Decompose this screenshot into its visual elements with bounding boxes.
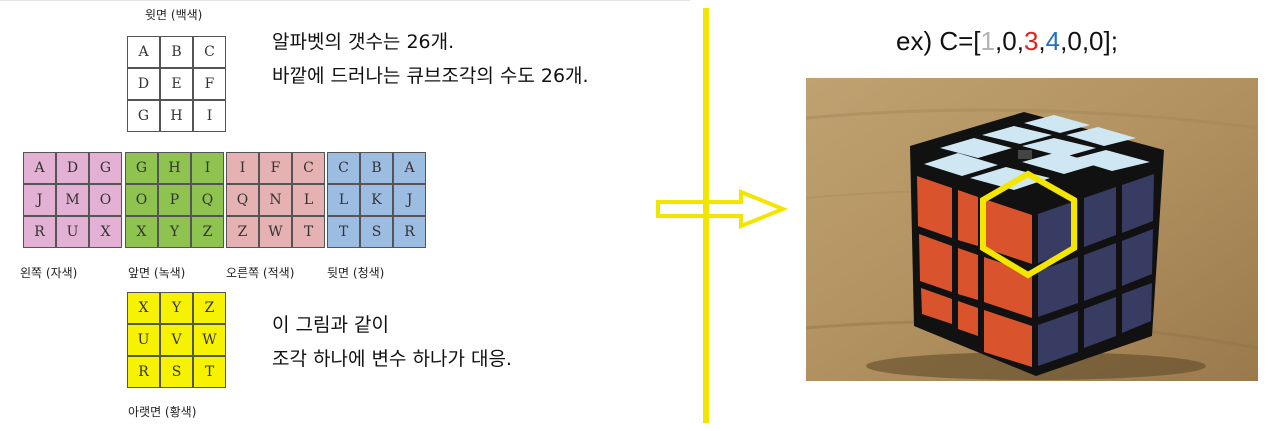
- front-face-cell: I: [191, 152, 224, 184]
- front-face-label: 앞면 (녹색): [128, 266, 186, 280]
- right-face-cell: F: [259, 152, 292, 184]
- back-face-cell: T: [327, 216, 360, 248]
- top-face-cell: H: [160, 100, 193, 132]
- left-face-cell: R: [23, 216, 56, 248]
- back-face-cell: J: [393, 184, 426, 216]
- back-face-cell: R: [393, 216, 426, 248]
- bottom-face-cell: W: [193, 324, 226, 356]
- right-face-cell: I: [226, 152, 259, 184]
- top-face-cell: C: [193, 36, 226, 68]
- top-face-cell: G: [127, 100, 160, 132]
- bottom-face-label: 아랫면 (황색): [128, 405, 197, 419]
- left-face-cell: G: [89, 152, 122, 184]
- left-face-cell: U: [56, 216, 89, 248]
- back-face-cell: B: [360, 152, 393, 184]
- right-face-cell: C: [292, 152, 325, 184]
- right-face-cell: Q: [226, 184, 259, 216]
- top-face-cell: I: [193, 100, 226, 132]
- cube-top-stickers: [924, 115, 1150, 190]
- cube-image: [806, 78, 1258, 381]
- back-face-cell: C: [327, 152, 360, 184]
- equation-value: 3: [1023, 26, 1039, 56]
- back-face-cell: S: [360, 216, 393, 248]
- bottom-face-cell: T: [193, 356, 226, 388]
- right-arrow-icon: [656, 189, 789, 229]
- back-face-cell: K: [360, 184, 393, 216]
- description-line-2: 바깥에 드러나는 큐브조각의 수도 26개.: [272, 65, 589, 87]
- equation-separator: ,: [1060, 26, 1068, 56]
- equation-value: 0: [1089, 26, 1104, 56]
- right-face-cell: W: [259, 216, 292, 248]
- bottom-face-cell: U: [127, 324, 160, 356]
- equation-prefix: ex) C=[: [896, 26, 981, 56]
- top-face-cell: B: [160, 36, 193, 68]
- equation-separator: ,: [995, 26, 1003, 56]
- bottom-face-cell: Y: [160, 292, 193, 324]
- description-line-4: 조각 하나에 변수 하나가 대응.: [272, 348, 512, 370]
- left-face-cell: O: [89, 184, 122, 216]
- equation-value: 1: [980, 26, 995, 56]
- equation-separator: ,: [1016, 26, 1024, 56]
- equation-values: 1,0,3,4,0,0: [981, 26, 1104, 56]
- top-face-cell: E: [160, 68, 193, 100]
- top-face-cell: F: [193, 68, 226, 100]
- bottom-face-cell: Z: [193, 292, 226, 324]
- top-face-label: 윗면 (백색): [145, 8, 203, 22]
- equation-value: 0: [1067, 26, 1082, 56]
- description-line-1: 알파벳의 갯수는 26개.: [272, 31, 455, 53]
- left-face-cell: X: [89, 216, 122, 248]
- equation-separator: ,: [1038, 26, 1046, 56]
- right-face-label: 오른쪽 (적색): [226, 266, 295, 280]
- front-face-cell: G: [125, 152, 158, 184]
- equation-separator: ,: [1081, 26, 1090, 56]
- back-face-label: 뒷면 (청색): [327, 266, 385, 280]
- bottom-face-cell: V: [160, 324, 193, 356]
- left-face-cell: M: [56, 184, 89, 216]
- top-face-cell: A: [127, 36, 160, 68]
- equation-value: 4: [1045, 26, 1061, 56]
- right-face-cell: L: [292, 184, 325, 216]
- front-face-cell: P: [158, 184, 191, 216]
- left-face-label: 왼쪽 (자색): [20, 266, 78, 280]
- front-face-cell: O: [125, 184, 158, 216]
- back-face-cell: A: [393, 152, 426, 184]
- equation-value: 0: [1002, 26, 1017, 56]
- equation: ex) C=[1,0,3,4,0,0];: [896, 26, 1118, 57]
- left-face-cell: J: [23, 184, 56, 216]
- right-face-cell: T: [292, 216, 325, 248]
- top-face-cell: D: [127, 68, 160, 100]
- left-face-cell: D: [56, 152, 89, 184]
- left-face-cell: A: [23, 152, 56, 184]
- bottom-face-cell: S: [160, 356, 193, 388]
- front-face-cell: Y: [158, 216, 191, 248]
- highlight-hexagon: [980, 170, 1077, 279]
- bottom-face-cell: R: [127, 356, 160, 388]
- right-face-cell: Z: [226, 216, 259, 248]
- front-face-cell: Z: [191, 216, 224, 248]
- bottom-face-cell: X: [127, 292, 160, 324]
- right-face-cell: N: [259, 184, 292, 216]
- back-face-cell: L: [327, 184, 360, 216]
- front-face-cell: X: [125, 216, 158, 248]
- description-line-3: 이 그림과 같이: [272, 314, 389, 336]
- cube-right-stickers: [1038, 174, 1154, 366]
- cube-left-stickers: [917, 176, 1032, 367]
- top-rule: [0, 0, 690, 1]
- rubiks-cube-photo: [806, 78, 1258, 381]
- front-face-cell: H: [158, 152, 191, 184]
- equation-suffix: ];: [1103, 26, 1118, 56]
- yellow-divider: [703, 8, 709, 423]
- front-face-cell: Q: [191, 184, 224, 216]
